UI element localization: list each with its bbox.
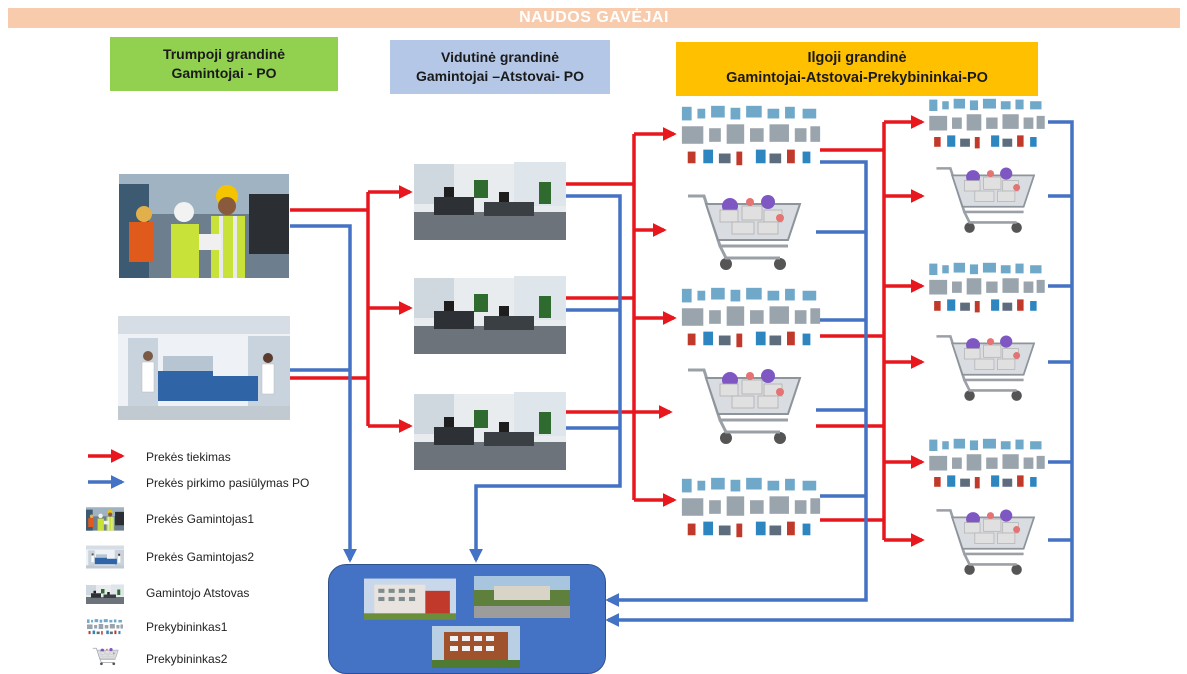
shopping-cart-photo (90, 644, 122, 668)
header-mid-line1: Vidutinė grandinė (441, 49, 559, 66)
medical-devices-photo (86, 618, 124, 636)
header-short-chain: Trumpoji grandinė Gamintojai - PO (110, 37, 338, 91)
header-long-line2: Gamintojai-Atstovai-Prekybininkai-PO (726, 70, 988, 86)
lab-photo (86, 545, 124, 569)
legend-label-purchase: Prekės pirkimo pasiūlymas PO (146, 476, 310, 490)
legend-label-supply: Prekės tiekimas (146, 450, 231, 464)
purchase-arrow (605, 120, 1074, 627)
header-short-line1: Trumpoji grandinė (162, 46, 286, 63)
header-long-line1: Ilgoji grandinė (807, 50, 907, 67)
purchase-arrow (605, 160, 868, 607)
legend-label-retailer1: Prekybininkas1 (146, 620, 228, 634)
legend-label-producer1: Prekės Gamintojas1 (146, 512, 255, 526)
office-photo (86, 582, 124, 604)
header-long-chain: Ilgoji grandinė Gamintojai-Atstovai-Prek… (676, 42, 1038, 96)
legend-label-producer2: Prekės Gamintojas2 (146, 550, 255, 564)
banner-title: NAUDOS GAVĖJAI (8, 8, 1180, 28)
workers-photo (86, 507, 124, 531)
header-mid-chain: Vidutinė grandinė Gamintojai –Atstovai- … (390, 40, 610, 94)
purchase-arrow (469, 194, 622, 563)
header-mid-line2: Gamintojai –Atstovai- PO (415, 68, 585, 84)
legend-label-representative: Gamintojo Atstovas (146, 586, 250, 600)
header-short-line2: Gamintojai - PO (171, 65, 277, 81)
legend-label-retailer2: Prekybininkas2 (146, 652, 228, 666)
purchase-arrow (290, 224, 357, 563)
